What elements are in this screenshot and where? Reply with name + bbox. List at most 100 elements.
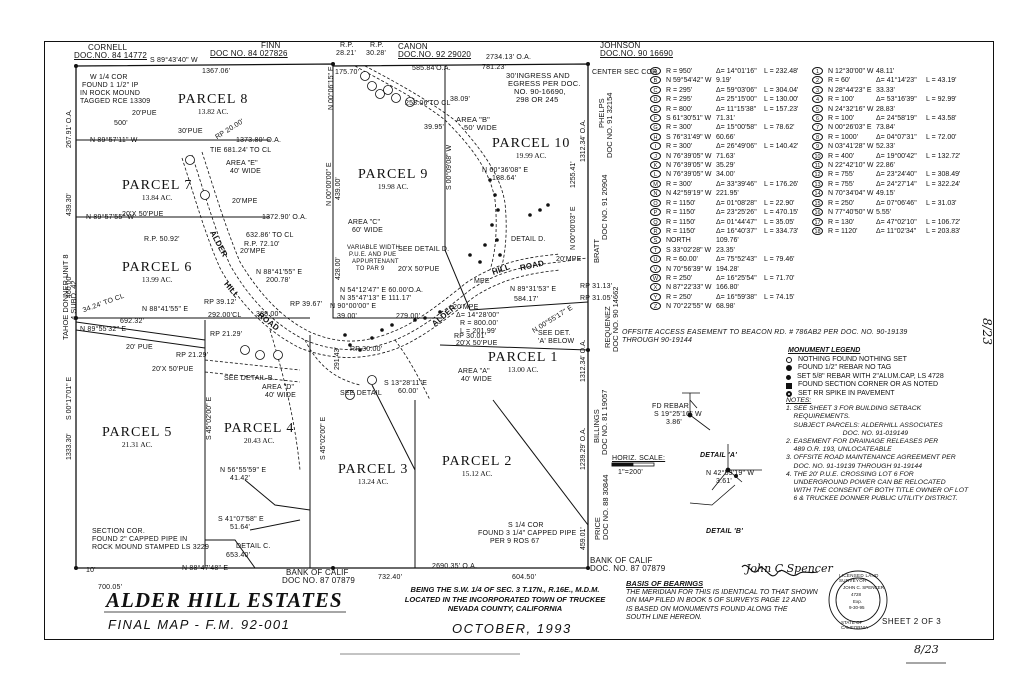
dim-east-1: 1312.34' O.A.	[580, 119, 587, 162]
curve-key: B	[650, 76, 661, 85]
curve-key: Y	[650, 292, 661, 301]
see-detail-a-label-1: SEE DET.	[538, 330, 571, 337]
dim-p6-3: 200.78'	[266, 277, 291, 284]
fd-rebar-label: FD REBAR	[652, 403, 689, 410]
rp-3912-label-a: RP 39.12'	[204, 299, 237, 306]
seal-name: JOHN C. SPENCER	[843, 585, 885, 590]
dim-p1-2: 388.00'	[256, 311, 281, 318]
w-corner-label-2: FOUND 1 1/2" IP	[82, 82, 139, 89]
curve-cell	[764, 114, 810, 123]
area-d-label: AREA "D"	[262, 384, 295, 391]
parcel-10-name: PARCEL 10	[492, 136, 571, 151]
dim-west-1: 267.91' O.A.	[66, 109, 73, 148]
curve-key: R	[650, 226, 661, 235]
note-line: DOC. NO. 91-019149	[786, 429, 909, 437]
legend-item: SET 5/8" REBAR WITH 2"ALUM.CAP, LS 4728	[797, 372, 944, 380]
curve-radius-label: R = 800.00'	[460, 320, 498, 327]
curve-cell: L = 232.48'	[764, 68, 799, 75]
area-e-label: AREA "E"	[226, 160, 258, 167]
curve-cell: 221.95'	[716, 190, 739, 198]
legend-row: FOUND 1/2" REBAR NO TAG	[786, 364, 944, 373]
seal-outer-text: LICENSED LAND SURVEYOR	[839, 573, 879, 583]
note-line: 489 O.R. 193, UNLOCATEABLE	[786, 446, 892, 454]
legend-row: SET 5/8" REBAR WITH 2"ALUM.CAP, LS 4728	[786, 373, 944, 382]
detail-b-title: DETAIL 'B'	[706, 528, 743, 535]
variable-width-label-1: VARIABLE WIDTH	[347, 245, 401, 251]
curve-key: 9	[812, 142, 823, 151]
rp-label-1: R.P.	[340, 42, 354, 49]
curve-key: U	[650, 255, 661, 264]
pue-50-label-d: 20'X 50'PUE	[456, 340, 498, 347]
curve-cell: L = 157.23'	[764, 105, 799, 113]
dim-interior-2: 428.00'	[335, 257, 342, 280]
w-corner-label: W 1/4 COR	[90, 74, 128, 81]
curve-cell: Δ= 04°07'31"	[876, 133, 917, 141]
curve-cell: N 76°39'05" W	[666, 171, 712, 179]
curve-cell: 73.84'	[876, 124, 895, 132]
curve-cell: L = 43.58'	[926, 115, 957, 123]
curve-cell	[764, 189, 810, 198]
s-quarter-corner-label-3: PER 9 ROS 67	[490, 538, 540, 545]
area-e-width: 40' WIDE	[230, 168, 261, 175]
curve-cell: L = 43.19'	[926, 77, 957, 85]
note-line: SUBJECT PARCELS: ALDERHILL ASSOCIATES	[786, 421, 943, 429]
curve-cell: R = 100'	[828, 115, 855, 123]
curve-cell: Δ= 16°59'38"	[716, 293, 757, 301]
curve-cell: Δ= 23°25'26"	[716, 209, 757, 217]
dim-east-3: 1312.34' O.A.	[580, 339, 587, 382]
curve-key: 5	[812, 104, 823, 113]
curve-cell: Δ= 11°15'38"	[716, 105, 757, 113]
surveyor-signature: John C Spencer	[746, 562, 833, 575]
curve-cell: R = 250'	[666, 274, 693, 282]
curve-key: 1	[812, 67, 823, 75]
owner-canon: CANON	[398, 42, 428, 51]
curve-cell: N 77°40'50" W	[828, 209, 874, 217]
detail-b-length: 3.61'	[716, 478, 732, 485]
curve-cell: L = 79.46'	[764, 256, 795, 264]
parcel-4-area: 20.43 AC.	[243, 436, 275, 445]
set-rebar-icon	[786, 374, 791, 380]
curve-key: T	[650, 245, 661, 254]
parcel-2-area: 15.12 AC.	[461, 469, 493, 478]
curve-cell	[926, 123, 972, 132]
basis-of-bearings: BASIS OF BEARINGS THE MERIDIAN FOR THIS …	[626, 579, 818, 623]
owner-phelps-doc: DOC NO. 91 32154	[605, 92, 614, 158]
variable-width-label-2: P.U.E. AND PUE	[349, 252, 397, 258]
curve-cell: R = 800'	[666, 105, 693, 113]
pue-20-label: 20'PUE	[132, 110, 157, 117]
curve-key: X	[650, 283, 661, 292]
dim-south-2: 653.40'	[226, 552, 251, 559]
curve-key: J	[650, 151, 661, 160]
owner-johnson-doc: DOC.NO. 90 16690	[600, 49, 674, 58]
curve-cell: N 28°44'23" E	[828, 86, 872, 94]
curve-cell: L = 322.24'	[926, 180, 961, 188]
dim-north-3: 2734.13' O.A.	[486, 54, 532, 61]
scale-label: HORIZ. SCALE:	[612, 455, 666, 462]
pue-50-label-c: 20'X 50'PUE	[152, 366, 194, 373]
curve-cell: R = 1150'	[666, 209, 696, 217]
parcel-9-name: PARCEL 9	[358, 167, 429, 182]
dim-north-1: 175.70'	[335, 69, 360, 76]
detail-c-label: DETAIL C.	[236, 543, 271, 550]
curve-cell: L = 140.42'	[764, 143, 799, 151]
curve-cell: L = 130.00'	[764, 96, 799, 104]
curve-cell: N 70°56'39" W	[666, 265, 712, 273]
curve-cell: 49.15'	[876, 190, 895, 198]
ingress-label-2: EGRESS PER DOC.	[508, 79, 581, 88]
bearing-interior-n: N 00°06'15" E	[328, 66, 335, 110]
curve-cell: 71.31'	[716, 115, 735, 123]
